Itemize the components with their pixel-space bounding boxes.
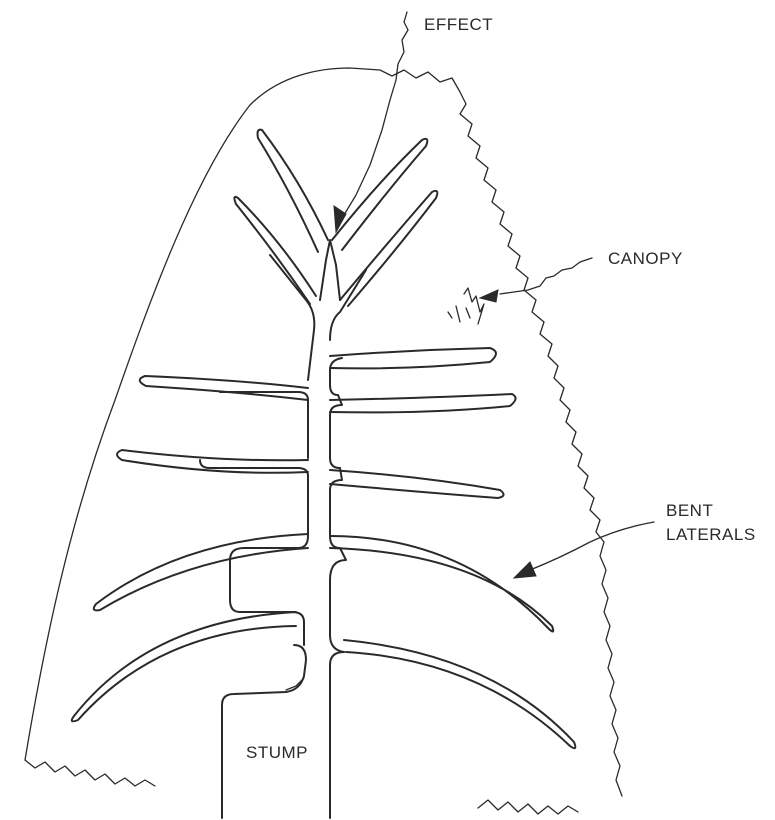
lateral-left-tier2 — [117, 450, 308, 473]
label-stump: STUMP — [246, 743, 308, 762]
trunk-right-segment-1 — [330, 458, 346, 652]
canopy-scribble — [448, 288, 484, 324]
lateral-right-tier3 — [330, 536, 553, 632]
stump-outline — [222, 645, 306, 818]
lateral-right-tier1b — [330, 394, 516, 412]
lateral-right-tier4 — [344, 640, 575, 748]
label-laterals: LATERALS — [666, 525, 756, 544]
canopy-arrow-line — [500, 258, 592, 294]
canopy-arrow-head — [480, 290, 498, 302]
label-bent: BENT — [666, 501, 713, 520]
effect-arrow-line — [344, 12, 408, 215]
bent-laterals-arrow-head — [514, 562, 536, 578]
label-effect: EFFECT — [424, 15, 493, 34]
lateral-right-tier1a — [330, 348, 496, 368]
lateral-right-tier2 — [330, 470, 504, 498]
effect-arrow-head — [334, 206, 346, 232]
label-canopy: CANOPY — [608, 249, 683, 268]
trunk-right-base — [330, 652, 344, 818]
upper-branch-left-inner — [234, 197, 316, 304]
bent-laterals-arrow-line — [530, 522, 654, 570]
canopy-outline-bottom-left — [25, 760, 155, 786]
trunk-right-segment-2 — [330, 358, 342, 458]
trunk-top-join — [320, 240, 340, 300]
lateral-left-tier3 — [94, 534, 308, 610]
lateral-left-tier4 — [72, 612, 296, 721]
trunk-left-segment-3 — [270, 255, 314, 380]
upper-branch-left-outer — [258, 130, 329, 252]
lateral-left-tier1 — [140, 376, 308, 400]
trunk-left-segment-2 — [220, 392, 308, 458]
upper-branch-right-outer — [332, 139, 427, 250]
canopy-outline-bottom-right — [478, 800, 578, 814]
